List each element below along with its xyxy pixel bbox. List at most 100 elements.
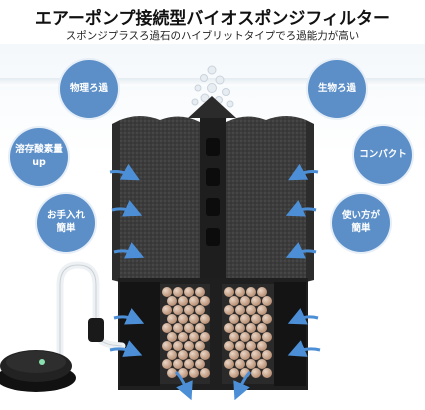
media-box <box>118 278 308 390</box>
media-ball <box>251 296 261 306</box>
media-ball <box>246 305 256 315</box>
media-ball <box>229 368 239 378</box>
media-ball <box>162 323 172 333</box>
media-ball <box>235 305 245 315</box>
feature-oxygen-line2: up <box>32 157 46 168</box>
media-ball <box>167 332 177 342</box>
media-ball <box>178 296 188 306</box>
media-ball <box>189 332 199 342</box>
flow-arrow <box>113 308 145 325</box>
media-ball <box>262 350 272 360</box>
media-ball <box>162 287 172 297</box>
media-ball <box>257 359 267 369</box>
center-tube <box>200 118 226 282</box>
feature-biological-filtration-label: 生物ろ過 <box>317 82 356 94</box>
media-ball <box>235 341 245 351</box>
media-ball <box>184 305 194 315</box>
media-ball <box>184 359 194 369</box>
flow-arrow <box>233 370 252 401</box>
flow-arrow <box>288 163 319 181</box>
media-ball <box>184 287 194 297</box>
media-ball <box>246 341 256 351</box>
media-ball <box>251 350 261 360</box>
media-ball <box>195 341 205 351</box>
feature-easy-use-line1: 使い方が <box>341 210 380 222</box>
media-ball <box>178 350 188 360</box>
feature-easy-care-line2: 簡単 <box>56 223 76 234</box>
feature-oxygen-up: 溶存酸素量 up <box>10 128 68 186</box>
media-ball <box>229 350 239 360</box>
media-ball <box>173 305 183 315</box>
media-ball <box>240 296 250 306</box>
media-ball <box>257 341 267 351</box>
media-ball <box>195 287 205 297</box>
feature-easy-care: お手入れ 簡単 <box>37 194 95 252</box>
left-sponge <box>112 116 200 282</box>
right-sponge <box>226 116 314 282</box>
media-ball <box>251 314 261 324</box>
media-ball <box>229 314 239 324</box>
feature-easy-use: 使い方が 簡単 <box>332 194 390 252</box>
feature-easy-care-line1: お手入れ <box>46 210 85 222</box>
water-surface <box>0 78 425 86</box>
media-ball <box>235 287 245 297</box>
media-ball <box>257 305 267 315</box>
feature-compact-label: コンパクト <box>359 148 407 160</box>
media-ball <box>167 350 177 360</box>
media-ball <box>224 305 234 315</box>
flow-arrow <box>109 163 140 181</box>
media-ball <box>189 314 199 324</box>
media-ball <box>251 332 261 342</box>
page-subtitle: スポンジプラスろ過石のハイブリットタイプでろ過能力が高い <box>65 30 360 42</box>
flow-arrow <box>111 200 143 217</box>
media-ball <box>200 368 210 378</box>
media-ball <box>224 341 234 351</box>
flow-arrow <box>287 340 321 357</box>
air-pump <box>0 350 76 392</box>
page-title: エアーポンプ接続型バイオスポンジフィルター <box>34 9 391 29</box>
flow-arrow <box>109 340 143 357</box>
media-ball <box>262 296 272 306</box>
media-ball <box>240 314 250 324</box>
media-ball <box>167 296 177 306</box>
media-ball <box>224 287 234 297</box>
media-ball <box>184 341 194 351</box>
media-ball <box>195 359 205 369</box>
media-ball <box>184 323 194 333</box>
flow-arrows <box>109 163 321 401</box>
flow-arrow <box>285 200 317 217</box>
air-tube <box>56 261 126 359</box>
feature-compact: コンパクト <box>354 126 412 184</box>
flow-arrow <box>174 370 193 401</box>
media-ball <box>195 323 205 333</box>
feature-oxygen-line1: 溶存酸素量 <box>15 144 63 156</box>
media-ball <box>162 341 172 351</box>
media-ball <box>200 296 210 306</box>
media-ball <box>229 296 239 306</box>
media-ball <box>178 332 188 342</box>
media-ball <box>262 368 272 378</box>
flow-arrow <box>113 242 145 259</box>
media-ball <box>257 287 267 297</box>
media-ball <box>195 305 205 315</box>
media-ball <box>167 314 177 324</box>
media-ball <box>162 359 172 369</box>
feature-easy-use-line2: 簡単 <box>351 223 371 234</box>
media-ball <box>173 287 183 297</box>
media-ball <box>246 359 256 369</box>
media-ball <box>246 287 256 297</box>
media-ball <box>200 332 210 342</box>
media-ball <box>235 323 245 333</box>
feature-physical-filtration-label: 物理ろ過 <box>69 82 108 94</box>
media-ball <box>240 350 250 360</box>
media-ball <box>224 323 234 333</box>
media-ball <box>189 368 199 378</box>
media-ball <box>178 314 188 324</box>
media-ball <box>173 359 183 369</box>
media-ball <box>162 305 172 315</box>
media-ball <box>200 350 210 360</box>
filter-top-cone <box>188 96 236 118</box>
feature-biological-filtration: 生物ろ過 <box>308 60 366 118</box>
media-ball <box>167 368 177 378</box>
